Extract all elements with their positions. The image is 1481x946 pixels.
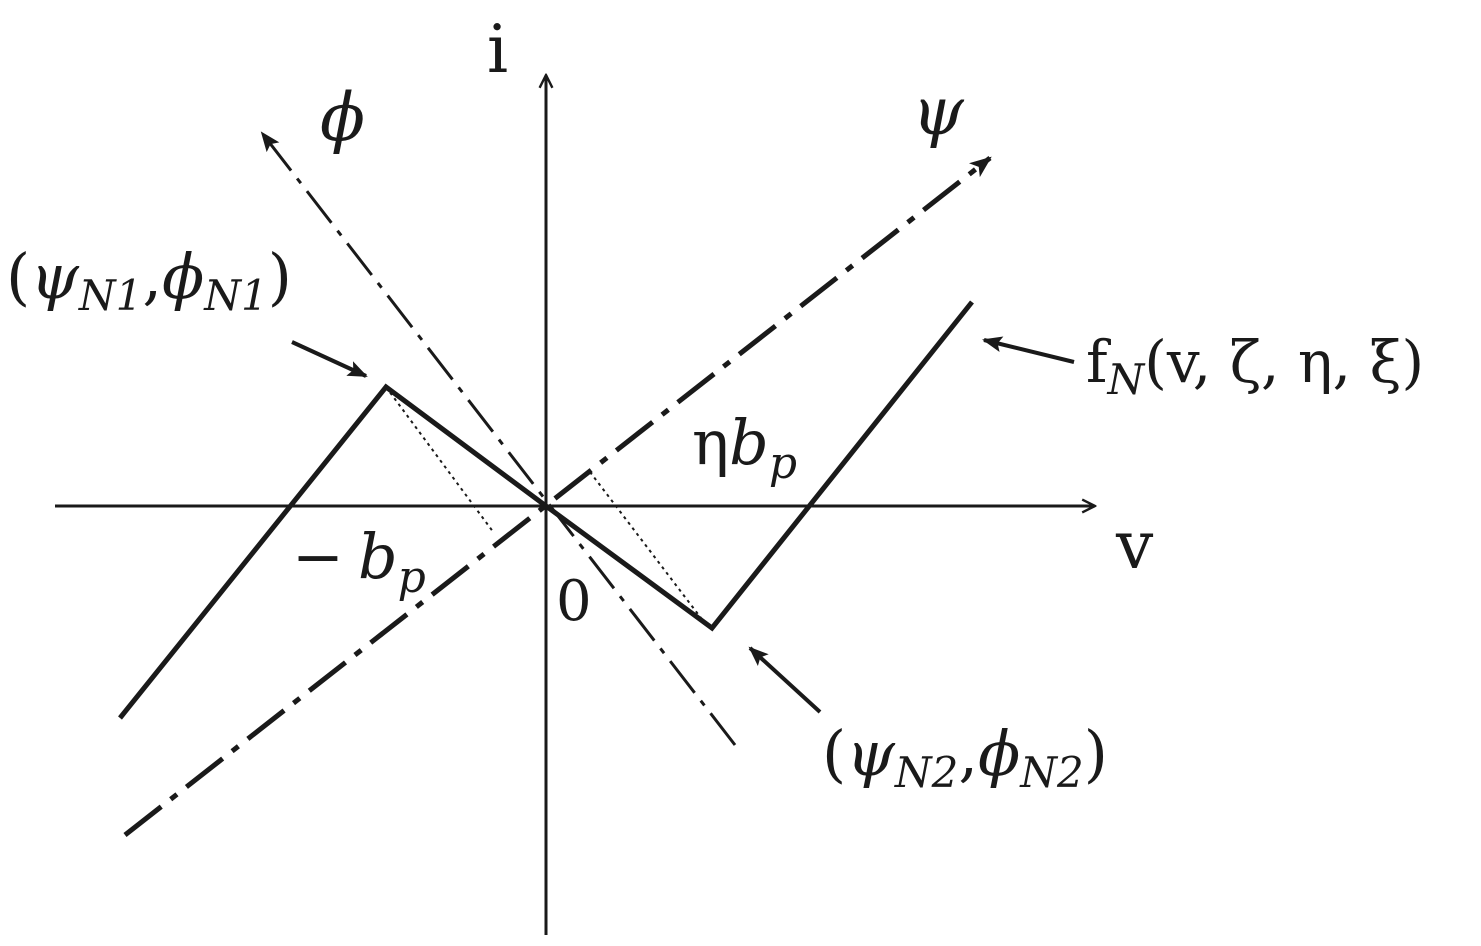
- i-axis-label: i: [487, 11, 508, 88]
- phi-axis: [260, 131, 737, 746]
- v-axis-label: v: [1115, 507, 1154, 584]
- n1-pointer-arrow: [291, 340, 368, 378]
- characteristic-curve: [118, 300, 974, 720]
- psi-axis: [123, 156, 992, 837]
- projection-line-neg: [385, 386, 495, 534]
- n2-pointer-arrow: [748, 646, 822, 714]
- neg-breakpoint-label: −bp: [292, 520, 426, 603]
- psi-axis-label: ψ: [912, 73, 965, 150]
- pos-breakpoint-label: ηbp: [692, 406, 797, 489]
- origin-label: 0: [556, 569, 592, 634]
- fn-pointer-arrow: [982, 336, 1075, 364]
- phi-axis-label: ϕ: [320, 79, 365, 156]
- point-n2-label: (ψN2,ϕN2): [822, 717, 1108, 797]
- projection-line-pos: [589, 471, 705, 623]
- function-label: fN(v, ζ, η, ξ): [1086, 328, 1424, 404]
- point-n1-label: (ψN1,ϕN1): [6, 240, 292, 320]
